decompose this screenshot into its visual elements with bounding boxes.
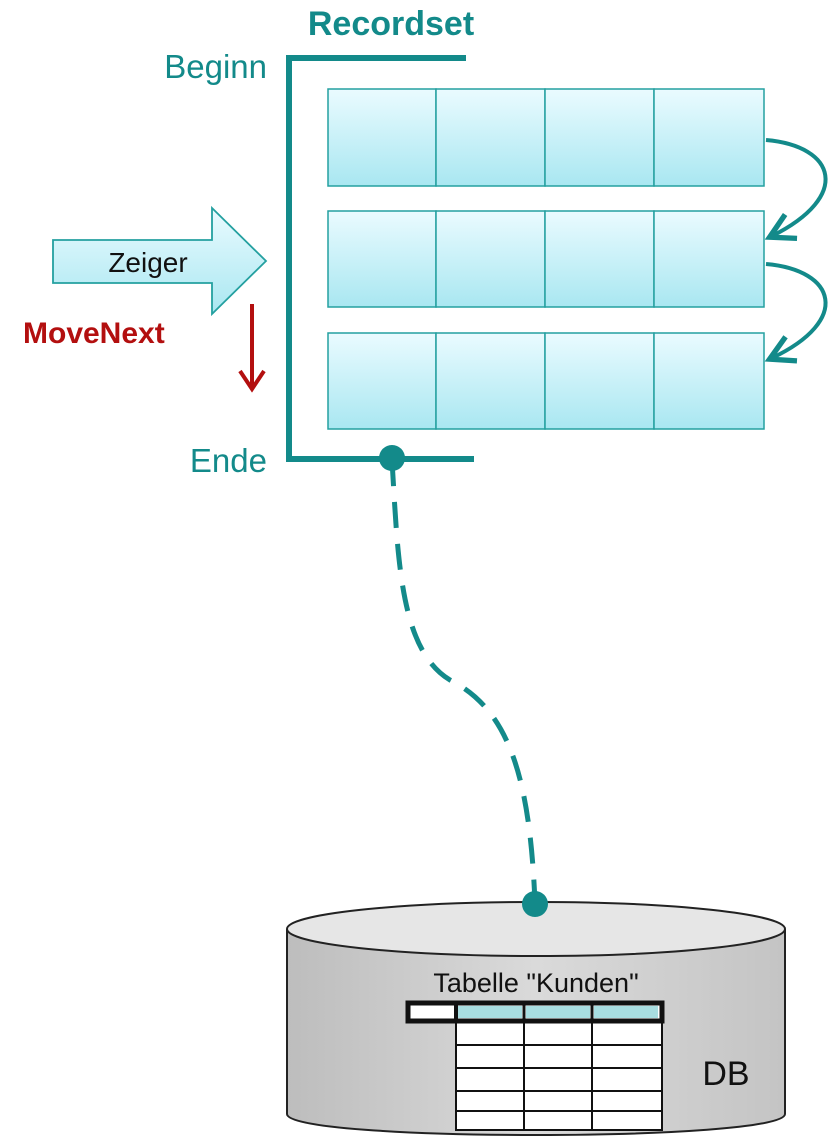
table-label: Tabelle "Kunden"	[433, 968, 638, 998]
record-cell	[435, 88, 546, 187]
record-cell	[327, 210, 437, 308]
recordset-title: Recordset	[308, 5, 474, 43]
record-cell	[435, 210, 546, 308]
record-row	[327, 88, 765, 187]
record-cell	[327, 332, 437, 430]
record-row	[327, 210, 765, 308]
connection-dot	[379, 445, 405, 471]
connection-dot	[522, 891, 548, 917]
mini-table-body	[455, 1017, 663, 1131]
record-cell	[544, 210, 655, 308]
pointer-arrow: Zeiger	[52, 205, 268, 317]
pointer-label: Zeiger	[108, 247, 187, 278]
record-cell	[653, 332, 765, 430]
record-rows	[327, 88, 765, 430]
record-cell	[435, 332, 546, 430]
record-cell	[653, 88, 765, 187]
mini-table	[405, 1000, 665, 1131]
record-cell	[327, 88, 437, 187]
header-cell	[594, 1006, 658, 1018]
record-cell	[544, 332, 655, 430]
db-label: DB	[702, 1055, 749, 1093]
arrow-down-icon	[238, 304, 266, 393]
begin-label: Beginn	[164, 48, 267, 85]
record-cell	[653, 210, 765, 308]
db-connection-line	[389, 459, 538, 904]
move-next-label: MoveNext	[23, 317, 165, 350]
next-record-arrow	[766, 138, 828, 236]
header-cell	[458, 1006, 522, 1018]
header-cell	[526, 1006, 590, 1018]
record-cell	[544, 88, 655, 187]
arrow-right-icon	[52, 205, 268, 317]
next-record-arrow	[766, 262, 828, 358]
record-row	[327, 332, 765, 430]
end-label: Ende	[190, 442, 267, 479]
